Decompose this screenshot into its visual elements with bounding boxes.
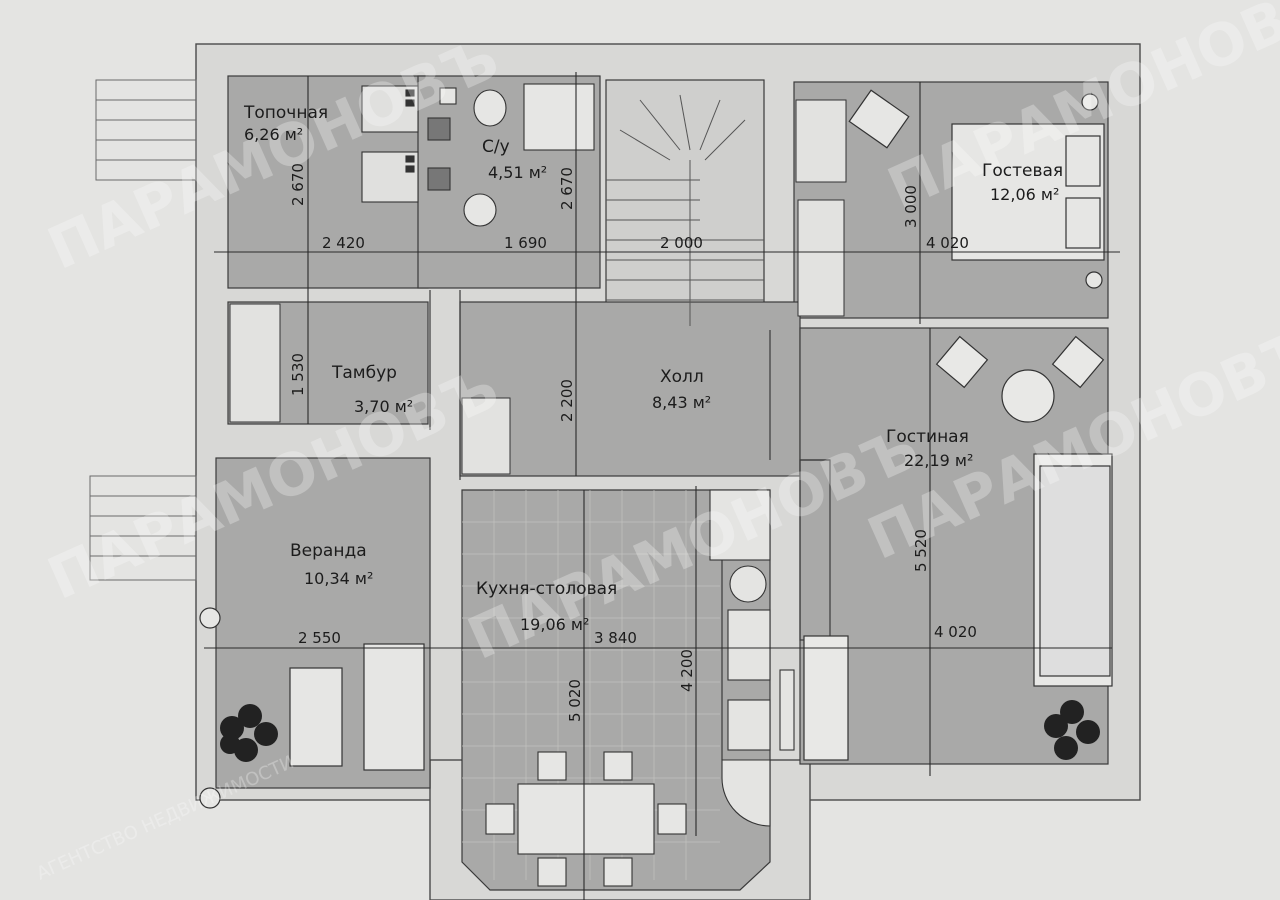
room-name-gostinaya: Гостиная bbox=[886, 427, 969, 447]
room-name-kuhnya: Кухня-столовая bbox=[476, 579, 617, 599]
dim-stair-w: 2 000 bbox=[660, 234, 703, 252]
room-area-gostinaya: 22,19 м² bbox=[904, 451, 973, 470]
boilers bbox=[361, 85, 419, 203]
plant-icon bbox=[220, 700, 1100, 762]
entrance-steps-bottom bbox=[89, 475, 197, 581]
dim-kuhnya-w: 3 840 bbox=[594, 629, 637, 647]
partitions bbox=[429, 290, 831, 760]
room-name-topochnaya: Топочная bbox=[243, 103, 328, 123]
room-stairs bbox=[605, 79, 765, 327]
room-area-holl: 8,43 м² bbox=[652, 393, 711, 412]
dim-kuhnya-h: 5 020 bbox=[566, 679, 584, 722]
room-name-tambur: Тамбур bbox=[331, 363, 397, 383]
room-area-su: 4,51 м² bbox=[488, 163, 547, 182]
dim-holl-h: 2 200 bbox=[558, 379, 576, 422]
dim-topochnaya-h: 2 670 bbox=[289, 163, 307, 206]
dim-kuhnya-h2: 4 200 bbox=[678, 649, 696, 692]
room-area-topochnaya: 6,26 м² bbox=[244, 125, 303, 144]
entrance-steps-top bbox=[95, 79, 197, 181]
staircase bbox=[606, 94, 764, 326]
room-name-gostevaya: Гостевая bbox=[982, 161, 1063, 181]
guest-bed bbox=[848, 89, 1105, 289]
room-area-kuhnya: 19,06 м² bbox=[520, 615, 589, 634]
room-area-tambur: 3,70 м² bbox=[354, 397, 413, 416]
bathroom-fixtures bbox=[427, 83, 595, 227]
dim-gostinaya-h: 5 520 bbox=[912, 529, 930, 572]
dim-tambur-h: 1 530 bbox=[289, 353, 307, 396]
dining-set bbox=[485, 751, 687, 887]
room-name-holl: Холл bbox=[660, 367, 704, 387]
dim-su-h: 2 670 bbox=[558, 167, 576, 210]
room-area-gostevaya: 12,06 м² bbox=[990, 185, 1059, 204]
dim-gostinaya-w: 4 020 bbox=[934, 623, 977, 641]
dimension-labels: 2 420 2 670 1 690 2 670 2 000 3 000 4 02… bbox=[289, 163, 977, 722]
kitchen-units bbox=[709, 489, 795, 827]
room-labels: Топочная 6,26 м² С/у 4,51 м² Гостевая 12… bbox=[243, 103, 1063, 634]
living-room-furniture bbox=[803, 335, 1113, 761]
veranda-furniture bbox=[199, 607, 425, 809]
dimension-lines bbox=[204, 72, 1120, 900]
dim-topochnaya-w: 2 420 bbox=[322, 234, 365, 252]
room-area-veranda: 10,34 м² bbox=[304, 569, 373, 588]
room-name-su: С/у bbox=[482, 137, 510, 157]
room-holl bbox=[459, 301, 801, 477]
dim-veranda-w: 2 550 bbox=[298, 629, 341, 647]
wardrobes bbox=[229, 99, 847, 475]
dim-gostevaya-w: 4 020 bbox=[926, 234, 969, 252]
room-name-veranda: Веранда bbox=[290, 541, 367, 561]
dim-gostevaya-h: 3 000 bbox=[902, 185, 920, 228]
dim-su-w: 1 690 bbox=[504, 234, 547, 252]
